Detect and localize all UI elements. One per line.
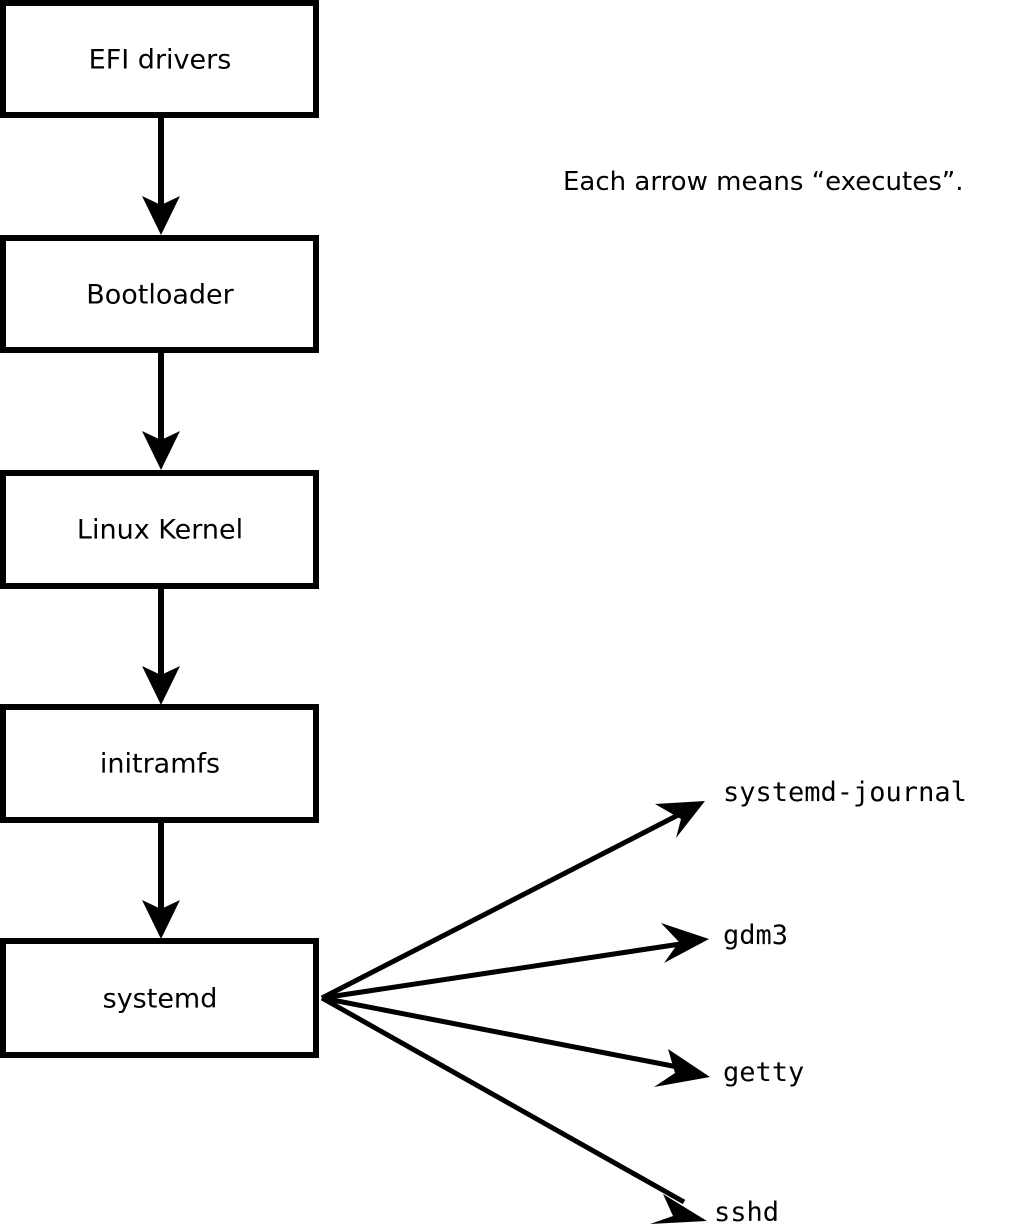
service-label-getty: getty [723, 1057, 804, 1088]
box-label-linux-kernel: Linux Kernel [77, 515, 243, 546]
box-label-bootloader: Bootloader [86, 280, 234, 311]
fanout-arrow-sshd [320, 995, 707, 1224]
box-label-systemd: systemd [103, 984, 218, 1015]
fanout-arrow-gdm3 [321, 923, 709, 1001]
box-linux-kernel[interactable]: Linux Kernel [0, 470, 319, 589]
box-initramfs[interactable]: initramfs [0, 704, 319, 823]
service-label-systemd-journal: systemd-journal [723, 777, 967, 808]
chain-arrow-efi-to-bootloader [142, 118, 180, 235]
box-efi-drivers[interactable]: EFI drivers [0, 0, 319, 118]
chain-arrow-kernel-to-initramfs [142, 589, 180, 705]
fanout-arrow-getty [321, 995, 710, 1087]
box-systemd[interactable]: systemd [0, 938, 319, 1058]
legend-annotation-text: Each arrow means “executes”. [563, 167, 964, 197]
box-bootloader[interactable]: Bootloader [0, 235, 319, 353]
box-label-efi-drivers: EFI drivers [89, 45, 232, 76]
box-label-initramfs: initramfs [100, 749, 220, 780]
chain-arrow-initramfs-to-systemd [142, 823, 180, 939]
chain-arrow-bootloader-to-kernel [142, 353, 180, 470]
fanout-arrow-systemd-journal [320, 801, 705, 1001]
service-label-sshd: sshd [714, 1197, 779, 1228]
service-label-gdm3: gdm3 [723, 920, 788, 951]
